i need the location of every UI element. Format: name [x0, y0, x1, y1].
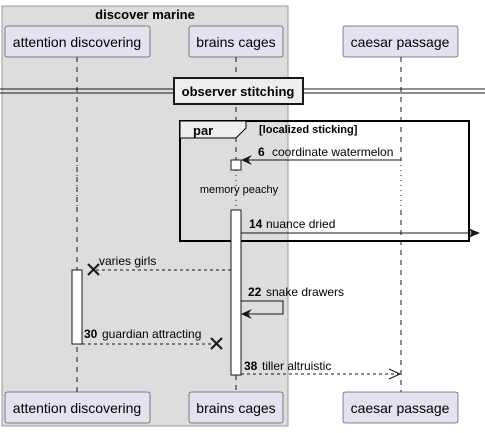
participant-label: brains cages: [196, 400, 275, 416]
message-6: 6 coordinate watermelon: [241, 145, 401, 165]
participant-label: attention discovering: [13, 400, 141, 416]
message-number: 38: [244, 359, 258, 373]
participant-label: caesar passage: [351, 34, 450, 50]
activation-attention-discovering: [71, 269, 83, 345]
participant-attention-discovering-bottom: attention discovering: [4, 391, 151, 424]
fragment-condition: [localized sticking]: [259, 124, 358, 136]
message-14: 14 nuance dried: [241, 217, 480, 238]
fragment-keyword: par: [193, 123, 213, 138]
message-22: 22 snake drawers: [241, 285, 344, 319]
participant-label: brains cages: [196, 34, 275, 50]
message-number: 6: [258, 145, 265, 159]
participant-label: caesar passage: [351, 400, 450, 416]
message-text: coordinate watermelon: [272, 145, 393, 159]
participant-caesar-passage-bottom: caesar passage: [342, 391, 459, 424]
message-number: 30: [84, 327, 98, 341]
message-number: 14: [249, 217, 263, 231]
message-38: 38 tiller altruistic: [241, 359, 402, 380]
group-title: discover marine: [95, 7, 195, 22]
divider: observer stitching: [0, 77, 485, 105]
participant-attention-discovering-top: attention discovering: [4, 25, 151, 58]
message-varies-girls: varies girls: [87, 254, 231, 276]
participant-label: attention discovering: [13, 34, 141, 50]
divider-label: observer stitching: [182, 84, 295, 99]
message-number: 22: [248, 285, 262, 299]
message-text: tiller altruistic: [262, 359, 331, 373]
message-text: snake drawers: [266, 285, 344, 299]
participant-caesar-passage-top: caesar passage: [342, 25, 459, 58]
message-30: 30 guardian attracting: [82, 327, 223, 350]
message-text: varies girls: [99, 254, 156, 268]
participant-brains-cages-top: brains cages: [188, 25, 284, 58]
message-text: nuance dried: [266, 217, 335, 231]
activation-brains-cages-short: [230, 159, 242, 171]
delay-label: memory peachy: [200, 184, 279, 196]
activation-brains-cages-long: [230, 209, 242, 376]
participant-brains-cages-bottom: brains cages: [188, 391, 284, 424]
par-fragment: par [localized sticking]: [179, 120, 470, 242]
message-text: guardian attracting: [102, 327, 201, 341]
